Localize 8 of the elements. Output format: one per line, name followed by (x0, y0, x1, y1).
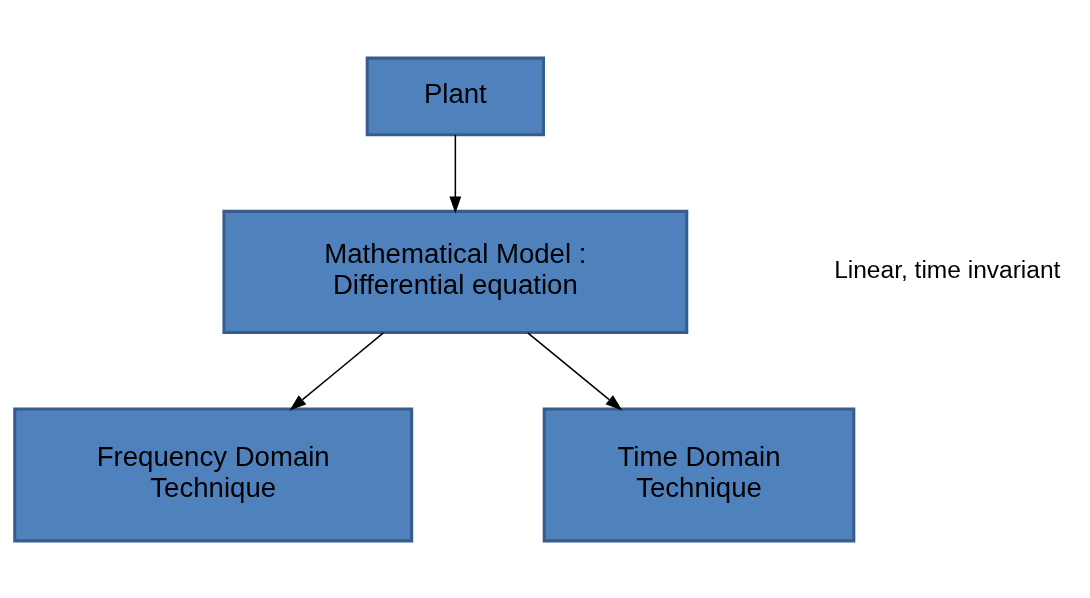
node-box: Frequency Domain Technique (13, 407, 414, 542)
node-box: Mathematical Model : Differential equation (222, 209, 689, 334)
node-box: Time Domain Technique (542, 407, 856, 542)
node-box: Plant (365, 56, 545, 136)
arrow (449, 133, 462, 213)
arrow (289, 331, 385, 410)
arrow (527, 331, 623, 410)
label: Linear, time invariant (834, 255, 1061, 283)
